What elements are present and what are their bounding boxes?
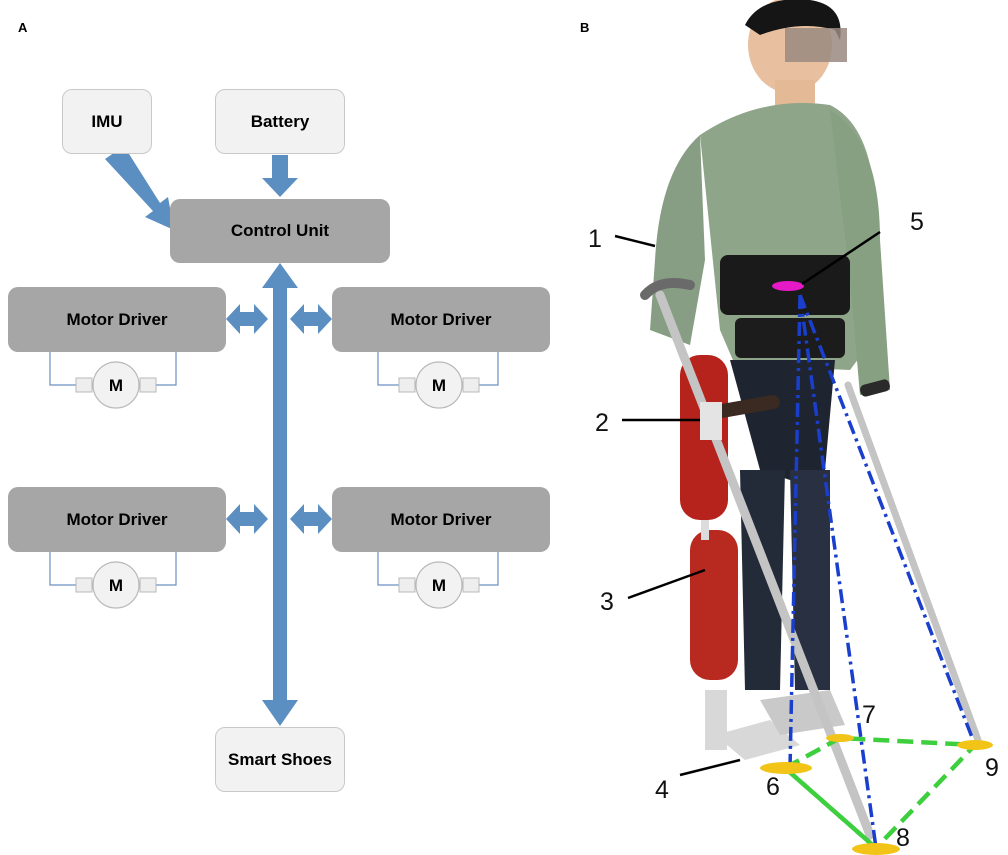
motor-symbol-br: M — [432, 576, 446, 595]
battery-to-control-arrow — [262, 155, 298, 197]
motor-br: M — [377, 552, 499, 609]
callout-9: 9 — [985, 754, 999, 782]
bus-left-arrow-1 — [226, 304, 268, 334]
callout-2: 2 — [595, 409, 609, 437]
motor-symbol-tr: M — [432, 376, 446, 395]
callout-3: 3 — [600, 588, 614, 616]
main-bus-arrow — [262, 263, 298, 726]
motor-tl: M — [49, 352, 177, 409]
panel-a-label: A — [18, 20, 28, 35]
pelvis-marker — [772, 281, 804, 291]
marker-7 — [826, 734, 854, 742]
smart-shoes-box: Smart Shoes — [215, 727, 345, 792]
bus-right-arrow-1 — [290, 304, 332, 334]
motor-bl: M — [49, 552, 177, 609]
crutch-left — [640, 278, 875, 840]
control-unit-box: Control Unit — [170, 199, 390, 263]
crutch-right — [844, 379, 982, 744]
marker-9 — [957, 740, 993, 750]
callout-6: 6 — [766, 773, 780, 801]
bus-left-arrow-2 — [226, 504, 268, 534]
battery-box: Battery — [215, 89, 345, 154]
motor-driver-tr-box: Motor Driver — [332, 287, 550, 352]
motor-driver-br-box: Motor Driver — [332, 487, 550, 552]
motor-driver-tl-box: Motor Driver — [8, 287, 226, 352]
imu-to-control-arrow — [105, 146, 174, 230]
imu-box: IMU — [62, 89, 152, 154]
marker-8 — [852, 843, 900, 855]
panel-a-arrows: M M M M — [49, 146, 499, 726]
panel-b-label: B — [580, 20, 590, 35]
callout-7: 7 — [862, 701, 876, 729]
person-head — [745, 0, 847, 105]
callout-5: 5 — [910, 208, 924, 236]
motor-symbol-bl: M — [109, 576, 123, 595]
callout-1: 1 — [588, 225, 602, 253]
center-of-mass-lines — [788, 294, 977, 849]
motor-symbol-tl: M — [109, 376, 123, 395]
knee-actuator — [690, 530, 738, 680]
callout-4: 4 — [655, 776, 669, 804]
motor-tr: M — [377, 352, 499, 409]
exoskeleton-photo-illustration: 1 2 3 4 5 6 7 8 9 — [588, 0, 999, 855]
marker-6 — [760, 762, 812, 774]
motor-driver-bl-box: Motor Driver — [8, 487, 226, 552]
callout-leaders — [614, 230, 881, 777]
bus-right-arrow-2 — [290, 504, 332, 534]
callout-8: 8 — [896, 824, 910, 852]
